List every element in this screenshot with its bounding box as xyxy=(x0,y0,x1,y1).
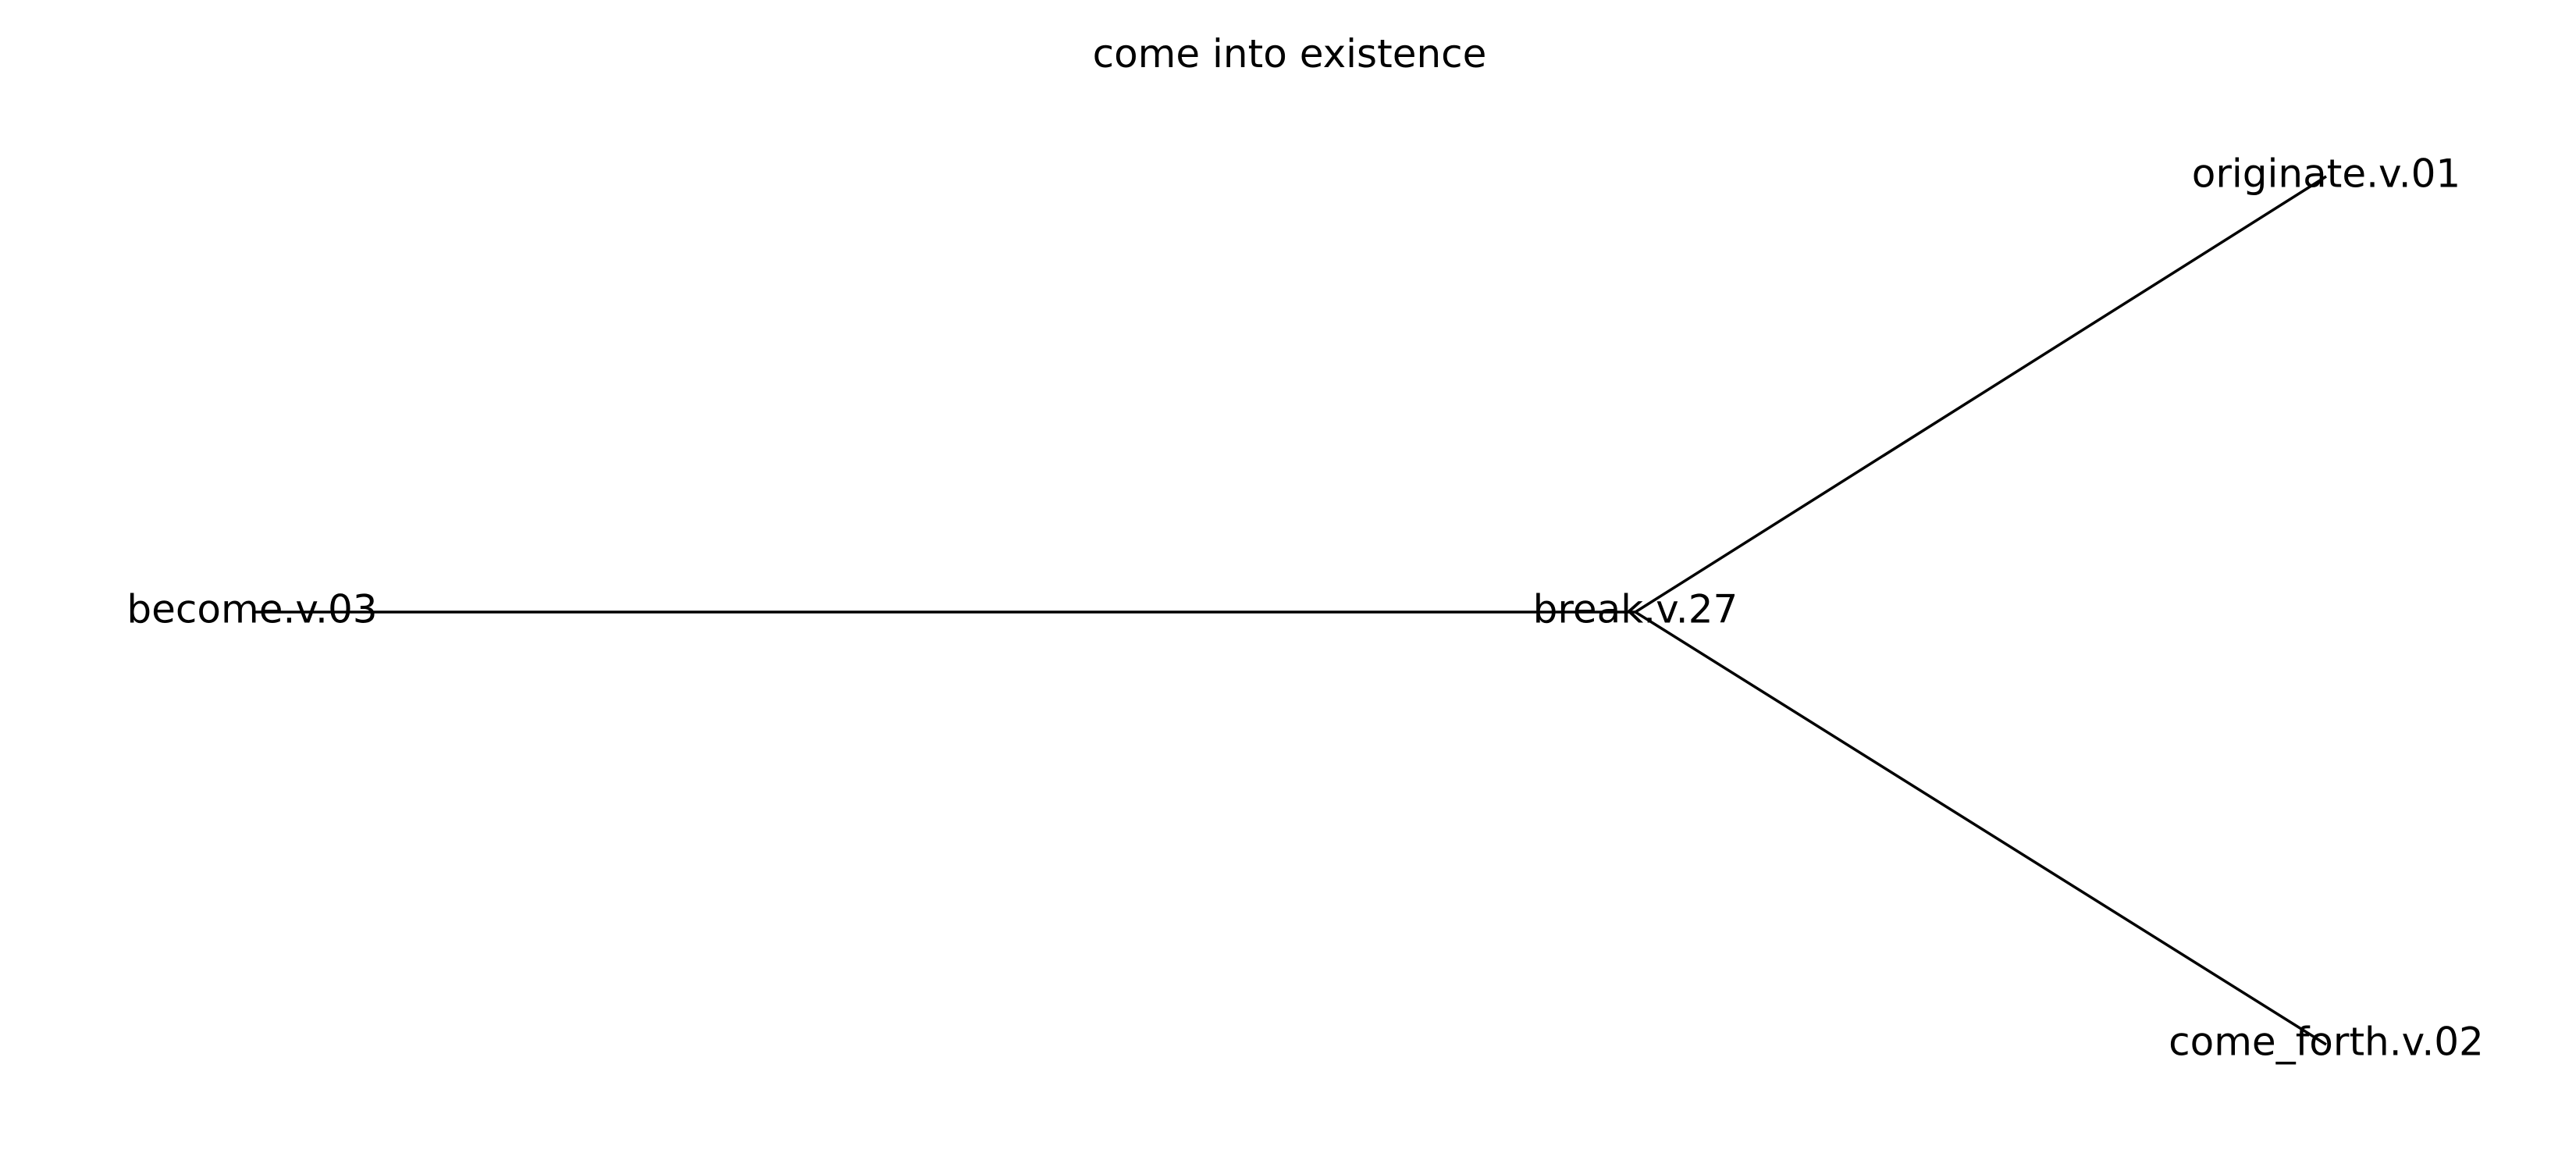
node-layer: become.v.03 break.v.27 originate.v.01 co… xyxy=(126,151,2483,1065)
node-become: become.v.03 xyxy=(126,587,377,632)
node-break: break.v.27 xyxy=(1533,587,1738,632)
edge-break-originate xyxy=(1635,175,2327,614)
node-come-forth: come_forth.v.02 xyxy=(2169,1020,2484,1065)
node-originate: originate.v.01 xyxy=(2192,151,2460,197)
edge-layer xyxy=(252,175,2327,1046)
diagram-title: come into existence xyxy=(1093,31,1487,77)
edge-break-come-forth xyxy=(1635,610,2327,1046)
